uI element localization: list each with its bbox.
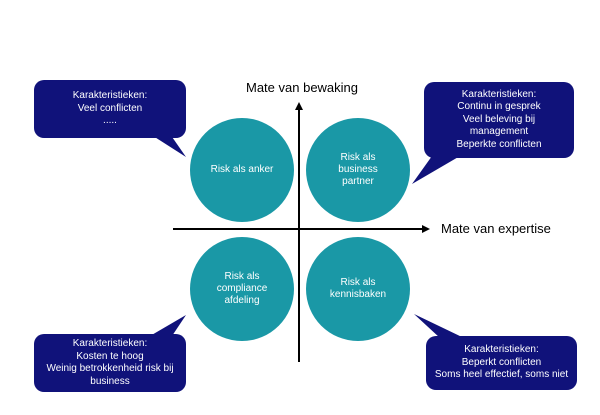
quadrant-circle-bottom-right: Risk als kennisbaken <box>306 237 410 341</box>
callout-tail-bottom-left <box>150 315 186 336</box>
callout-bottom-right: Karakteristieken: Beperkt conflicten Som… <box>426 336 577 390</box>
callout-bottom-left: Karakteristieken: Kosten te hoog Weinig … <box>34 334 186 392</box>
quadrant-circle-bottom-left: Risk als compliance afdeling <box>190 237 294 341</box>
quadrant-label-bottom-left: Risk als compliance afdeling <box>216 271 268 306</box>
callout-top-left: Karakteristieken: Veel conflicten ..... <box>34 80 186 138</box>
quadrant-circle-top-right: Risk als business partner <box>306 118 410 222</box>
callout-tail-top-left <box>150 134 186 157</box>
horizontal-axis-label: Mate van expertise <box>441 221 551 236</box>
callout-tail-top-right <box>412 156 460 184</box>
vertical-axis-label: Mate van bewaking <box>246 80 359 95</box>
callout-tail-bottom-right <box>414 314 464 338</box>
quadrant-label-bottom-right: Risk als kennisbaken <box>329 277 387 300</box>
quadrant-label-top-left: Risk als anker <box>210 164 274 175</box>
callout-top-right: Karakteristieken: Continu in gesprek Vee… <box>424 82 574 158</box>
quadrant-label-top-right: Risk als business partner <box>338 152 378 187</box>
quadrant-circle-top-left: Risk als anker <box>190 118 294 222</box>
